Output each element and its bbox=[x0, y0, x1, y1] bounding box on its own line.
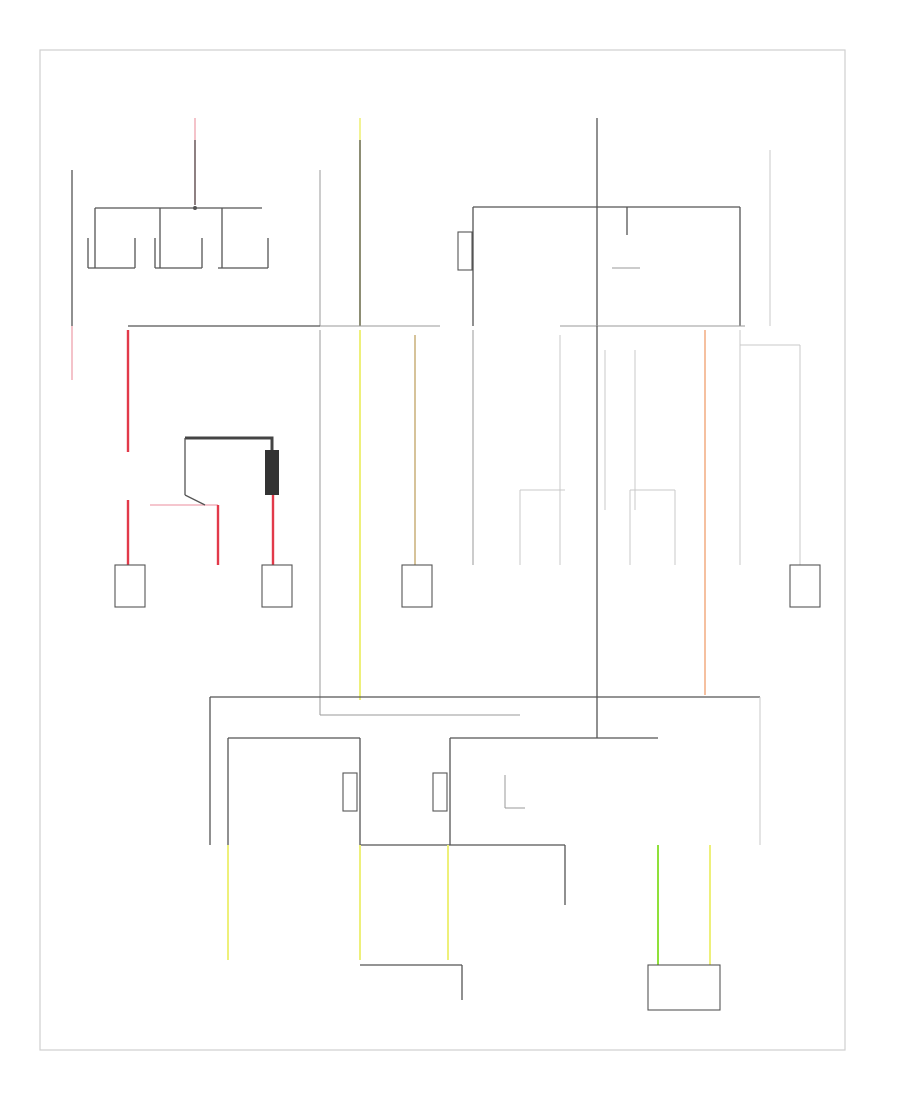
component-row-left bbox=[114, 564, 293, 608]
relay-section bbox=[227, 737, 658, 846]
power-feed-left bbox=[87, 118, 269, 269]
circuit-bottom bbox=[227, 845, 721, 1011]
control-module bbox=[647, 964, 721, 1011]
relay-1 bbox=[342, 772, 358, 812]
relay-2 bbox=[432, 772, 448, 812]
diagram-frame bbox=[39, 49, 846, 1051]
sensor-4 bbox=[789, 564, 821, 608]
circuit-right-upper bbox=[519, 330, 821, 695]
sensor-3 bbox=[401, 564, 433, 608]
power-feed-right bbox=[457, 118, 771, 326]
sensor-1 bbox=[114, 564, 146, 608]
circuit-red-left bbox=[71, 170, 279, 565]
circuit-center bbox=[319, 330, 520, 716]
power-feed-middle bbox=[319, 118, 361, 326]
power-distribution-bus bbox=[209, 326, 761, 845]
sensor-2 bbox=[261, 564, 293, 608]
